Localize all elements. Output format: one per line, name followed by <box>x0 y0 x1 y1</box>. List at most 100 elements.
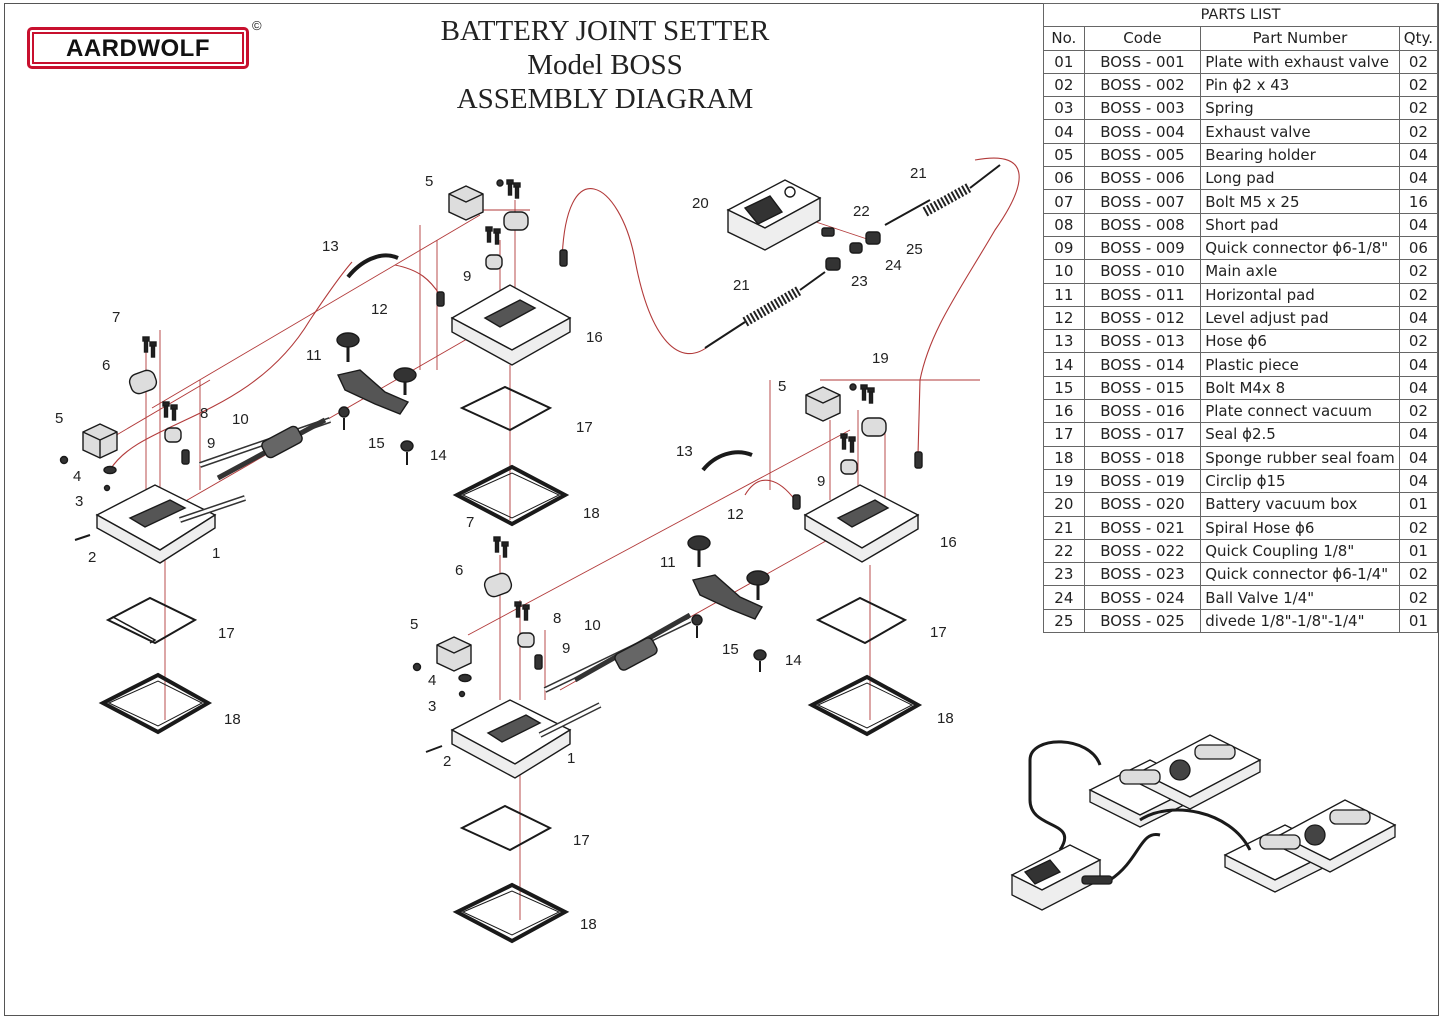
part-code: BOSS - 017 <box>1083 422 1202 447</box>
callout-7: 7 <box>112 309 120 326</box>
part-name: Level adjust pad <box>1200 305 1400 331</box>
callout-5: 5 <box>55 410 63 427</box>
callout-5: 5 <box>425 173 433 190</box>
part-no: 22 <box>1043 538 1085 564</box>
part-no: 13 <box>1043 329 1085 354</box>
callout-7: 7 <box>466 514 474 531</box>
part-code: BOSS - 023 <box>1083 562 1202 587</box>
callout-22: 22 <box>853 203 870 220</box>
callout-5: 5 <box>778 378 786 395</box>
part-no: 01 <box>1043 49 1085 74</box>
vacuum-box-group <box>704 164 1001 349</box>
part-code: BOSS - 012 <box>1083 305 1202 331</box>
callout-9: 9 <box>207 435 215 452</box>
callout-15: 15 <box>368 435 385 452</box>
header-code: Code <box>1083 26 1202 51</box>
part-code: BOSS - 004 <box>1083 119 1202 144</box>
part-qty: 04 <box>1398 212 1439 237</box>
drawing-title: BATTERY JOINT SETTER Model BOSS ASSEMBLY… <box>380 14 830 116</box>
part-no: 24 <box>1043 585 1085 610</box>
callout-10: 10 <box>232 411 249 428</box>
part-qty: 04 <box>1398 375 1439 401</box>
callout-12: 12 <box>727 506 744 523</box>
part-no: 19 <box>1043 468 1085 494</box>
callout-11: 11 <box>660 554 676 571</box>
aardwolf-logo: AARDWOLF <box>27 27 249 69</box>
part-name: Spiral Hose ϕ6 <box>1200 515 1400 540</box>
callout-19: 19 <box>872 350 889 367</box>
callout-2: 2 <box>443 753 451 770</box>
part-name: Bearing holder <box>1200 142 1400 168</box>
part-no: 16 <box>1043 399 1085 424</box>
callout-12: 12 <box>371 301 388 318</box>
part-name: Bolt M4x 8 <box>1200 375 1400 401</box>
callout-labels: 1 2 3 4 5 6 7 8 9 10 5 9 12 11 13 14 15 … <box>55 165 957 933</box>
part-no: 11 <box>1043 282 1085 307</box>
callout-6: 6 <box>455 562 463 579</box>
callout-9: 9 <box>463 268 471 285</box>
part-no: 03 <box>1043 96 1085 121</box>
part-name: divede 1/8"-1/8"-1/4" <box>1200 608 1400 634</box>
part-name: Hose ϕ6 <box>1200 329 1400 354</box>
callout-17: 17 <box>218 625 235 642</box>
part-name: Exhaust valve <box>1200 119 1400 144</box>
callout-9: 9 <box>817 473 825 490</box>
callout-2: 2 <box>88 549 96 566</box>
callout-14: 14 <box>430 447 447 464</box>
part-qty: 04 <box>1398 305 1439 331</box>
part-qty: 02 <box>1398 515 1439 540</box>
part-qty: 04 <box>1398 422 1439 447</box>
logo-text: AARDWOLF <box>66 35 210 62</box>
part-no: 14 <box>1043 352 1085 377</box>
part-qty: 02 <box>1398 329 1439 354</box>
part-no: 02 <box>1043 72 1085 98</box>
callout-18: 18 <box>224 711 241 728</box>
callout-1: 1 <box>212 545 220 562</box>
callout-17: 17 <box>573 832 590 849</box>
callout-15: 15 <box>722 641 739 658</box>
parts-list-header: No. Code Part Number Qty. <box>1043 26 1439 51</box>
part-code: BOSS - 024 <box>1083 585 1202 610</box>
part-code: BOSS - 003 <box>1083 96 1202 121</box>
part-name: Quick connector ϕ6-1/4" <box>1200 562 1400 587</box>
assembled-overview <box>1010 734 1397 911</box>
callout-8: 8 <box>553 610 561 627</box>
callout-25: 25 <box>906 241 923 258</box>
part-no: 10 <box>1043 259 1085 284</box>
part-code: BOSS - 010 <box>1083 259 1202 284</box>
part-code: BOSS - 002 <box>1083 72 1202 98</box>
callout-4: 4 <box>428 672 436 689</box>
part-name: Short pad <box>1200 212 1400 237</box>
callout-17: 17 <box>576 419 593 436</box>
part-qty: 04 <box>1398 468 1439 494</box>
callout-24: 24 <box>885 257 902 274</box>
callout-18: 18 <box>580 916 597 933</box>
callout-8: 8 <box>200 405 208 422</box>
callout-23: 23 <box>851 273 868 290</box>
part-qty: 16 <box>1398 189 1439 214</box>
callout-18: 18 <box>583 505 600 522</box>
callout-3: 3 <box>428 698 436 715</box>
callout-6: 6 <box>102 357 110 374</box>
part-qty: 06 <box>1398 235 1439 261</box>
part-name: Horizontal pad <box>1200 282 1400 307</box>
part-qty: 02 <box>1398 399 1439 424</box>
copyright-mark: © <box>252 18 262 33</box>
callout-3: 3 <box>75 493 83 510</box>
part-no: 06 <box>1043 166 1085 191</box>
part-qty: 01 <box>1398 608 1439 634</box>
part-qty: 02 <box>1398 282 1439 307</box>
part-qty: 02 <box>1398 49 1439 74</box>
